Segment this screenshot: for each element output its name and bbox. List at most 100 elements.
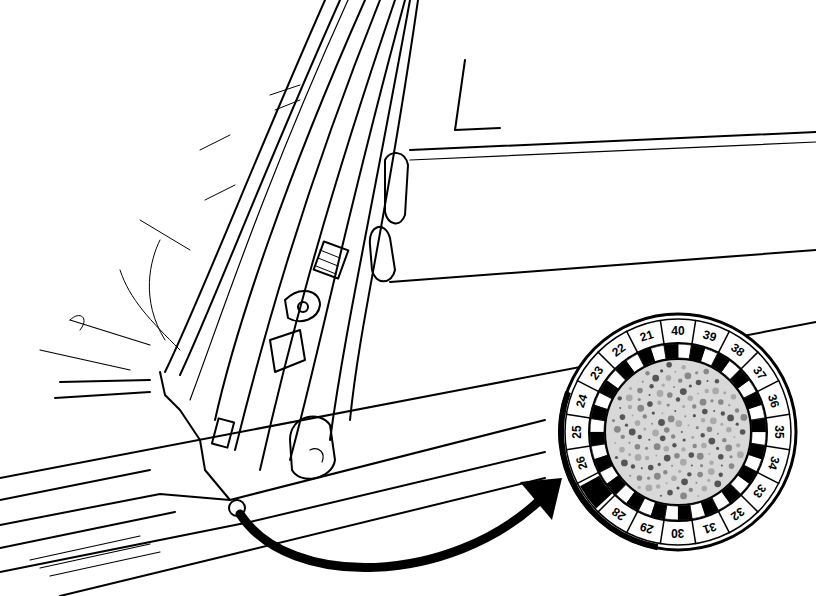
centre-texture [735,408,739,412]
clip [212,418,234,447]
centre-texture [707,479,710,482]
wire [70,315,84,330]
cell-divider [627,331,638,352]
centre-texture [682,405,685,408]
centre-texture [689,488,693,492]
centre-texture [687,396,693,402]
pillar-base [160,372,230,500]
centre-texture [621,435,625,439]
centre-texture [671,434,675,438]
centre-texture [733,436,735,438]
centre-texture [668,416,675,423]
centre-texture [691,465,693,467]
centre-texture [708,468,715,475]
centre-texture [712,388,719,395]
centre-texture [707,426,713,432]
centre-texture [680,459,687,466]
centre-texture [652,430,659,437]
centre-texture [663,470,667,474]
centre-texture [714,480,721,487]
dial-number: 30 [671,527,684,539]
cell-divider [757,381,778,392]
centre-texture [652,411,655,414]
centre-texture [697,392,699,394]
centre-texture [710,417,717,424]
door-frame [455,60,465,130]
centre-texture [652,375,659,382]
centre-texture [621,460,628,467]
centre-texture [614,426,621,433]
pillar-line [165,0,325,372]
centre-texture [684,415,686,417]
dial-number: 35 [773,425,785,438]
centre-texture [671,465,673,467]
centre-texture [697,453,704,460]
anchor-bolt [298,302,308,312]
centre-texture [707,380,709,382]
checker-segment [751,418,766,432]
pillar-line [330,0,410,440]
checker-segment [664,344,678,359]
door-frame [390,250,816,282]
centre-texture [643,427,646,430]
centre-texture [618,396,622,400]
centre-texture [672,443,676,447]
centre-texture [654,473,661,480]
centre-texture [736,423,739,426]
centre-texture [629,475,631,477]
centre-texture [638,486,641,489]
centre-texture [719,473,723,477]
centre-texture [678,378,682,382]
centre-texture [701,418,705,422]
centre-texture [723,391,726,394]
centre-texture [635,444,641,450]
sill-line [0,420,545,525]
wire [120,240,180,350]
cell-divider [718,511,729,532]
centre-texture [632,415,634,417]
centre-texture [700,464,703,467]
centre-texture [648,439,650,441]
centre-texture [702,409,708,415]
cell-divider [766,414,790,418]
pillar-line [290,0,405,460]
centre-texture [667,490,673,496]
centre-texture [727,415,734,422]
centre-texture [657,401,661,405]
pointer-arrow-head [520,478,562,520]
sill-line [0,452,545,572]
cell-divider [692,520,696,544]
centre-texture [658,419,665,426]
centre-texture [693,444,697,448]
centre-texture [689,452,695,458]
dial-ring [589,343,767,521]
pillar-line [350,0,418,420]
centre-texture [728,404,730,406]
pillar-line [180,0,340,375]
centre-texture [691,436,694,439]
anchor [285,291,320,321]
cell-divider [627,511,638,532]
seat-edge [40,320,150,370]
centre-texture [681,431,683,433]
pillar-line [235,0,380,450]
centre-texture [695,371,698,374]
centre-texture [674,410,676,412]
centre-texture [695,482,697,484]
checker-segment [690,502,706,519]
centre-texture [688,424,690,426]
pillar-line [260,0,395,470]
checker-segment [678,505,692,520]
centre-texture [648,465,654,471]
cell-divider [718,331,729,352]
centre-texture [666,482,668,484]
centre-texture [671,475,677,481]
centre-texture [615,456,618,459]
centre-texture [696,426,699,429]
centre-texture [725,445,732,452]
centre-texture [645,371,649,375]
centre-texture [643,414,647,418]
centre-texture [641,467,643,469]
centre-texture [620,414,626,420]
